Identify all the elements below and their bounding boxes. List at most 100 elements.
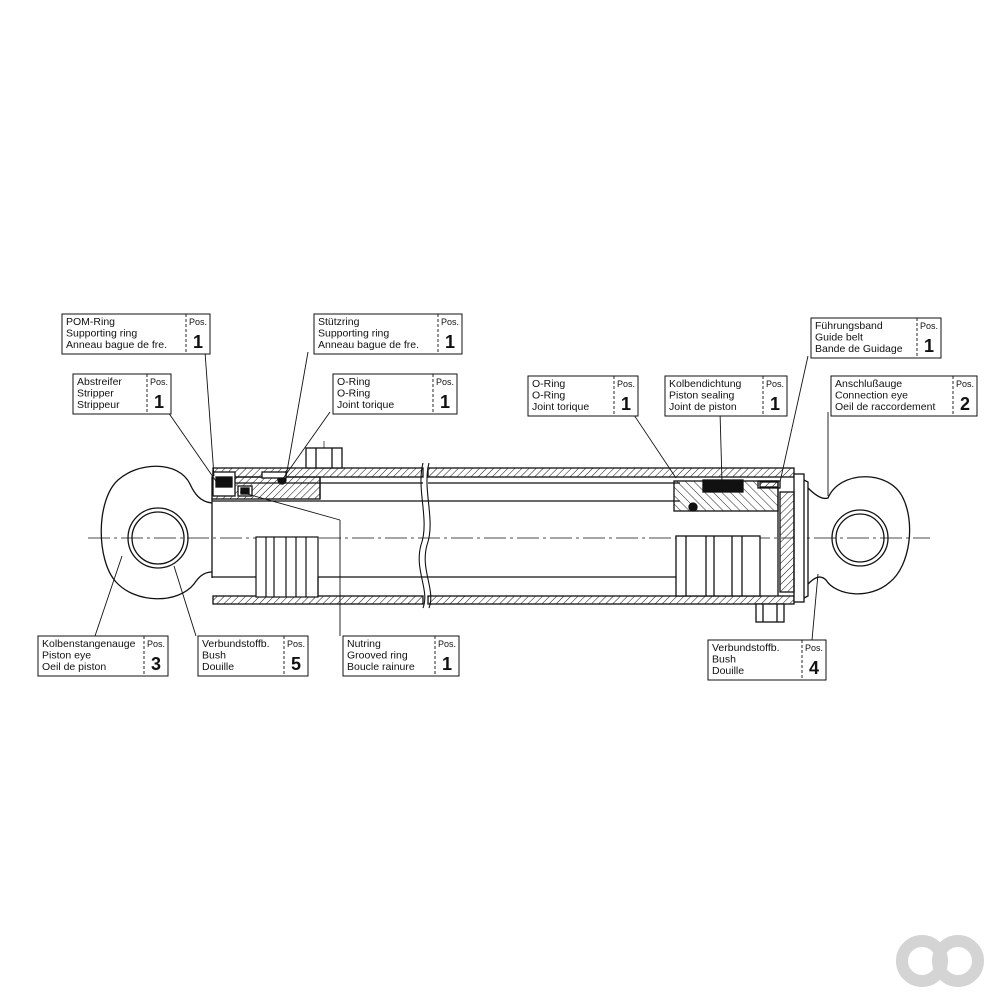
callout-pos-label: Pos. <box>617 379 635 389</box>
callout-pos-label: Pos. <box>441 317 459 327</box>
callout-text-line: O-Ring <box>337 388 370 400</box>
callout-text-line: Nutring <box>347 638 381 650</box>
callout-text-line: Abstreifer <box>77 376 122 388</box>
piston-eye-left <box>100 465 213 600</box>
callout-text-line: Piston sealing <box>669 390 735 402</box>
callout-text-line: Joint torique <box>337 399 394 411</box>
callout-text-line: O-Ring <box>532 390 565 402</box>
callout-text-line: Piston eye <box>42 650 91 662</box>
callout-quantity: 1 <box>154 392 164 412</box>
rod-grooves-left <box>255 536 319 598</box>
callout-quantity: 1 <box>445 332 455 352</box>
callout-text-line: Douille <box>712 665 744 677</box>
callout-text-line: Anneau bague de fre. <box>66 339 167 351</box>
cylinder-assembly <box>88 441 930 623</box>
leader-fuehrungsband <box>779 355 809 483</box>
callout-frame <box>664 375 788 417</box>
callout-frame <box>197 635 309 677</box>
callout-quantity: 1 <box>770 394 780 414</box>
callout-pos-label: Pos. <box>436 377 454 387</box>
callout-frame <box>61 313 211 355</box>
callout-text-line: Strippeur <box>77 399 120 411</box>
callout-text-line: Guide belt <box>815 332 863 344</box>
leader-kolbendichtung <box>719 411 723 483</box>
callout-text-line: Verbundstoffb. <box>202 638 270 650</box>
callout-quantity: 1 <box>193 332 203 352</box>
callout-frame <box>313 313 463 355</box>
callout-frame <box>72 373 172 415</box>
callout-text-line: Verbundstoffb. <box>712 642 780 654</box>
callout-quantity: 2 <box>960 394 970 414</box>
callout-text-line: Bande de Guidage <box>815 343 903 355</box>
cylinder-bottom-cap <box>779 473 809 603</box>
leader-nutring-branch <box>239 491 341 521</box>
callout-pos-label: Pos. <box>805 643 823 653</box>
callout-frame <box>707 639 827 681</box>
callout-text-line: Grooved ring <box>347 650 408 662</box>
connection-eye-right <box>807 476 911 595</box>
port-connector-top <box>305 441 343 469</box>
callout-pos-label: Pos. <box>287 639 305 649</box>
port-connector-bottom <box>755 603 785 623</box>
callout-pos-label: Pos. <box>956 379 974 389</box>
leader-o-ring-rod <box>281 411 331 481</box>
callout-text-line: Bush <box>202 650 226 662</box>
callout-quantity: 1 <box>440 392 450 412</box>
cylinder-head <box>211 471 321 500</box>
callout-text-line: Douille <box>202 661 234 673</box>
callout-text-line: Supporting ring <box>66 328 137 340</box>
callout-text-line: Führungsband <box>815 320 883 332</box>
callout-quantity: 5 <box>291 654 301 674</box>
callout-text-line: O-Ring <box>337 376 370 388</box>
ao-logo-icon <box>896 935 984 987</box>
callout-text-line: O-Ring <box>532 378 565 390</box>
leader-o-ring-piston <box>631 411 677 479</box>
leader-verbundstoff-4 <box>811 573 819 641</box>
callout-pos-label: Pos. <box>920 321 938 331</box>
leader-abstreifer <box>167 411 219 485</box>
callout-text-line: Joint de piston <box>669 401 737 413</box>
callout-text-line: Stripper <box>77 388 114 400</box>
callout-pos-label: Pos. <box>766 379 784 389</box>
callout-frame <box>810 317 942 359</box>
break-line <box>418 462 432 609</box>
callout-pos-label: Pos. <box>189 317 207 327</box>
callout-text-line: Bush <box>712 654 736 666</box>
callout-quantity: 1 <box>621 394 631 414</box>
leader-kolbenstangenauge <box>94 555 123 637</box>
callout-text-line: Oeil de raccordement <box>835 401 935 413</box>
leader-verbundstoff-5 <box>173 565 197 637</box>
leader-lines <box>94 351 829 641</box>
callout-text-line: Stützring <box>318 316 360 328</box>
callout-text-line: Anneau bague de fre. <box>318 339 419 351</box>
callout-text-line: Kolbendichtung <box>669 378 742 390</box>
callout-pos-label: Pos. <box>150 377 168 387</box>
callout-text-line: Anschlußauge <box>835 378 902 390</box>
callout-text-line: Connection eye <box>835 390 908 402</box>
callout-quantity: 1 <box>924 336 934 356</box>
callout-frame <box>332 373 458 415</box>
leader-stuetzring <box>285 351 309 478</box>
callout-quantity: 4 <box>809 658 819 678</box>
callout-pos-label: Pos. <box>438 639 456 649</box>
callout-text-line: Joint torique <box>532 401 589 413</box>
callout-text-line: Supporting ring <box>318 328 389 340</box>
callout-text-line: Kolbenstangenauge <box>42 638 136 650</box>
callout-text-line: Boucle rainure <box>347 661 415 673</box>
piston <box>673 479 781 597</box>
callout-frame <box>342 635 460 677</box>
